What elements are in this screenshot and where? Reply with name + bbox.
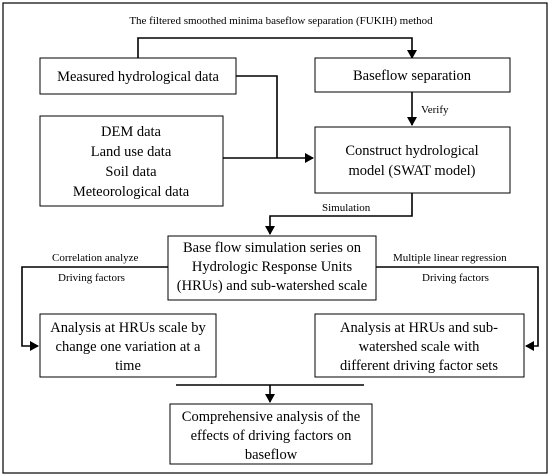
analysis-left-line-1: Analysis at HRUs scale by xyxy=(50,320,206,336)
regression-label: Multiple linear regression xyxy=(393,252,507,264)
comprehensive-line-2: effects of driving factors on xyxy=(191,428,353,444)
right-branch-arrow xyxy=(376,266,539,351)
box-baseflow-separation-label: Baseflow separation xyxy=(353,68,472,84)
correlation-label: Correlation analyze xyxy=(52,252,139,264)
measured-arrow xyxy=(236,75,278,158)
comprehensive-line-1: Comprehensive analysis of the xyxy=(182,409,360,425)
box-inputs: DEM data Land use data Soil data Meteoro… xyxy=(39,115,224,207)
comprehensive-line-3: baseflow xyxy=(245,447,298,463)
box-comprehensive: Comprehensive analysis of the effects of… xyxy=(169,403,373,465)
simulation-arrow xyxy=(265,193,413,235)
box-analysis-left: Analysis at HRUs scale by change one var… xyxy=(39,313,217,378)
input-dem: DEM data xyxy=(101,124,162,140)
box-analysis-right: Analysis at HRUs and sub- watershed scal… xyxy=(314,313,525,378)
box-measured: Measured hydrological data xyxy=(39,57,237,95)
simulation-line-1: Base flow simulation series on xyxy=(183,240,362,256)
analysis-right-line-3: different driving factor sets xyxy=(340,358,498,374)
box-construct-model: Construct hydrological model (SWAT model… xyxy=(314,126,511,194)
simulation-line-3: (HRUs) and sub-watershed scale xyxy=(177,278,367,294)
simulation-label: Simulation xyxy=(322,202,371,214)
input-land-use: Land use data xyxy=(91,144,172,160)
left-branch-arrow xyxy=(21,266,168,351)
box-simulation-series: Base flow simulation series on Hydrologi… xyxy=(167,235,377,301)
simulation-line-2: Hydrologic Response Units xyxy=(192,259,353,275)
box-baseflow-separation: Baseflow separation xyxy=(314,57,511,93)
construct-line-1: Construct hydrological xyxy=(345,143,478,159)
driving-factors-left-label: Driving factors xyxy=(58,272,125,284)
analysis-left-line-3: time xyxy=(115,358,141,374)
input-meteorological: Meteorological data xyxy=(73,184,190,200)
analysis-right-line-2: watershed scale with xyxy=(359,339,481,355)
fukih-arrow xyxy=(137,37,417,59)
analysis-right-line-1: Analysis at HRUs and sub- xyxy=(340,320,498,336)
driving-factors-right-label: Driving factors xyxy=(422,272,489,284)
box-measured-label: Measured hydrological data xyxy=(57,69,219,85)
fukih-label: The filtered smoothed minima baseflow se… xyxy=(129,15,433,27)
construct-line-2: model (SWAT model) xyxy=(349,163,476,179)
analysis-left-line-2: change one variation at a xyxy=(56,339,201,355)
connectors xyxy=(21,37,539,403)
input-soil: Soil data xyxy=(105,164,157,180)
verify-label: Verify xyxy=(421,104,449,116)
